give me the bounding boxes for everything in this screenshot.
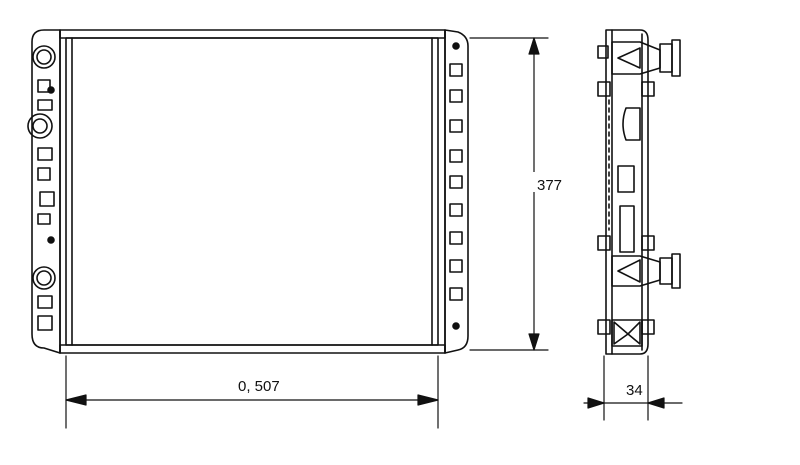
upper-pipe-circle [32, 45, 56, 69]
middle-pipe-circle [27, 113, 53, 139]
lower-inlet-pipe [611, 253, 681, 289]
height-dimension-label: 377 [537, 177, 562, 194]
width-dimension [65, 355, 439, 429]
radiator-side-view [597, 29, 681, 355]
radiator-front-view [27, 29, 469, 354]
side-drain-plug [617, 165, 635, 193]
height-dimension [469, 37, 549, 351]
depth-dimension-label: 34 [626, 382, 643, 399]
radiator-core [65, 37, 439, 346]
top-frame-bar [59, 29, 446, 39]
depth-dimension [583, 355, 683, 421]
upper-inlet-pipe [611, 39, 681, 77]
lower-pipe-circle [32, 266, 56, 290]
width-dimension-label: 0, 507 [238, 378, 280, 395]
side-tank-outline [605, 29, 649, 355]
bottom-frame-bar [59, 344, 446, 354]
left-tank [27, 29, 61, 354]
right-tank [444, 29, 469, 354]
